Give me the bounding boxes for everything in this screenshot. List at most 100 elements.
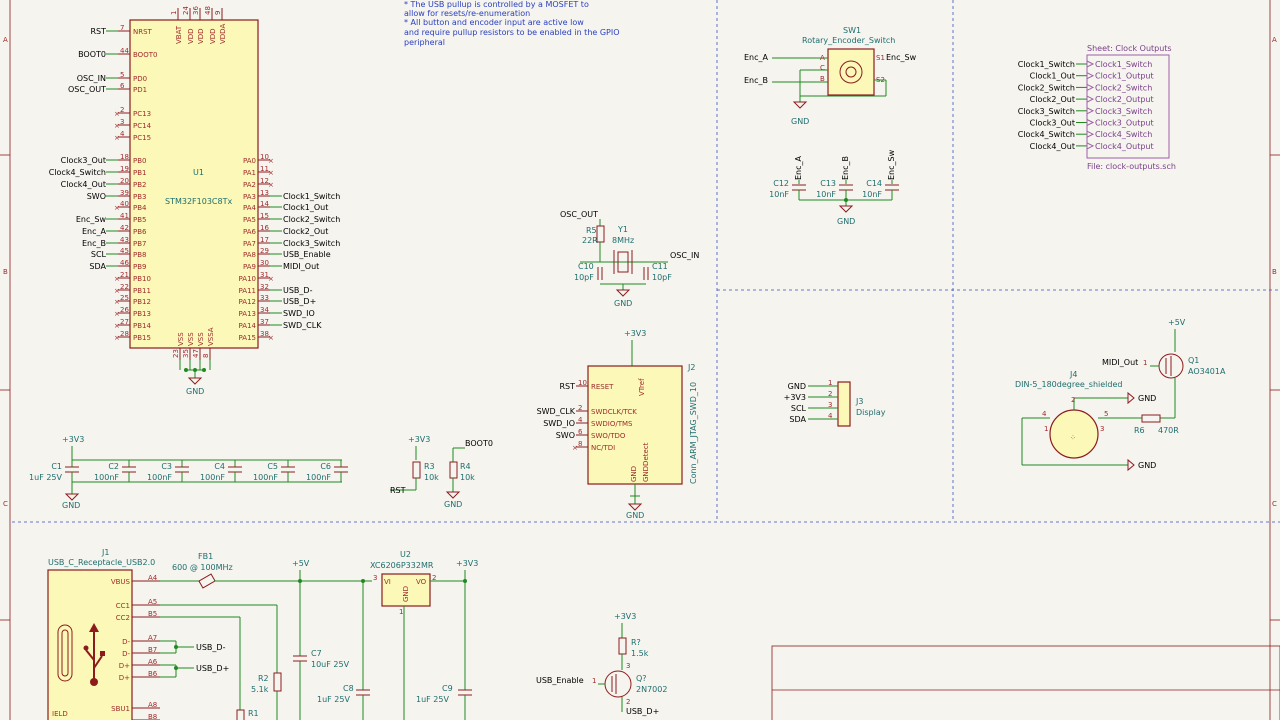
sheet-box[interactable] bbox=[1086, 54, 1170, 159]
u2-ref: U2 bbox=[400, 550, 411, 559]
midi-section[interactable]: +5V Q1 AO3401A MIDI_Out 1 R6 470R J4 DIN… bbox=[1015, 318, 1226, 472]
mcu-u1[interactable]: U1 STM32F103C8Tx NRST7RSTBOOT044BOOT0PD0… bbox=[49, 6, 341, 396]
jtag-pin-nc-tdi: NC/TDI bbox=[591, 444, 615, 452]
midi-gnd-1: GND bbox=[1138, 394, 1156, 403]
jtag-net-swd-io: SWD_IO bbox=[543, 419, 575, 428]
mcu-net-clock2-out: Clock2_Out bbox=[283, 227, 328, 236]
mcu-net-clock3-out: Clock3_Out bbox=[61, 156, 106, 165]
mcu-pin-pb10: PB10 bbox=[133, 275, 151, 283]
title-block bbox=[771, 645, 1280, 720]
enc-cap-val: 10nF bbox=[769, 190, 789, 199]
mcu-net-enc-a: Enc_A bbox=[82, 227, 107, 236]
display-body[interactable] bbox=[837, 381, 851, 427]
mcu-bottom-pin-vss: VSS bbox=[197, 332, 205, 346]
decoupling-gnd: GND bbox=[62, 501, 80, 510]
crystal-section[interactable]: OSC_OUT R5 22R Y1 8MHz OSC_IN C10 10pF C… bbox=[560, 210, 699, 308]
mcu-pin-num-13: 13 bbox=[260, 189, 269, 197]
mcu-pin-num-31: 31 bbox=[260, 271, 269, 279]
enc-cap-net: Enc_Sw bbox=[887, 149, 896, 180]
mcu-pin-pc13: PC13 bbox=[133, 110, 151, 118]
mcu-pin-pa13: PA13 bbox=[239, 310, 256, 318]
mcu-pin-num-6: 6 bbox=[120, 82, 125, 90]
pullup-gnd: GND bbox=[444, 500, 462, 509]
jtag-pin-reset: RESET bbox=[591, 383, 614, 391]
mcu-pin-pa14: PA14 bbox=[239, 322, 257, 330]
xtal-osc-out: OSC_OUT bbox=[560, 210, 598, 219]
mcu-pin-pb11: PB11 bbox=[133, 287, 151, 295]
cap-ref: C6 bbox=[320, 462, 331, 471]
usb-pullup-q-val: 2N7002 bbox=[636, 685, 667, 694]
u2-gnd: GND bbox=[402, 586, 410, 602]
regulator-body[interactable] bbox=[381, 573, 431, 607]
usb-pullup-pin2: 2 bbox=[626, 698, 630, 706]
display-net--3v3: +3V3 bbox=[784, 393, 806, 402]
usb-body[interactable] bbox=[47, 569, 133, 720]
usb-pin-cc2-2: CC2 bbox=[116, 614, 130, 622]
frame-row-b-left: B bbox=[3, 268, 8, 276]
display-pin-num: 1 bbox=[828, 379, 832, 387]
cap-ref: C2 bbox=[108, 462, 119, 471]
encoder-sw1[interactable]: SW1 Rotary_Encoder_Switch Enc_A Enc_B GN… bbox=[744, 26, 917, 126]
r5-val: 22R bbox=[582, 236, 598, 245]
mcu-body[interactable] bbox=[129, 19, 259, 349]
display-net-sda: SDA bbox=[789, 415, 806, 424]
mcu-net-sda: SDA bbox=[89, 262, 106, 271]
mcu-gnd-symbol: GND bbox=[184, 368, 206, 396]
usb-pin-d-5: D+ bbox=[119, 662, 130, 670]
usb-pin-num-b7: B7 bbox=[148, 646, 157, 654]
usb-dm-net: USB_D- bbox=[196, 643, 226, 652]
mcu-bottom-pin-num: 47 bbox=[192, 349, 200, 358]
jtag-pin-num: 2 bbox=[578, 404, 582, 412]
mcu-bottom-pin-vss: VSS bbox=[187, 332, 195, 346]
jtag-connector-j2[interactable]: +3V3 VTref J2 Conn_ARM_JTAG_SWD_10 RESET… bbox=[537, 329, 698, 520]
mcu-bottom-pin-vss: VSS bbox=[177, 332, 185, 346]
pullups-section[interactable]: +3V3 RST R3 10k BOOT0 R4 10k GND bbox=[390, 435, 493, 509]
no-connect-marker: × bbox=[114, 134, 120, 142]
u2-pin-out: 2 bbox=[432, 574, 436, 582]
usb-pin-d-4: D- bbox=[122, 650, 130, 658]
r2-val: 5.1k bbox=[251, 685, 269, 694]
mcu-pin-pa5: PA5 bbox=[243, 216, 256, 224]
encoder-body[interactable] bbox=[827, 48, 875, 96]
mcu-pin-num-21: 21 bbox=[120, 271, 129, 279]
r5-ref: R5 bbox=[586, 226, 597, 235]
mcu-top-pin-vbat: VBAT bbox=[175, 25, 183, 44]
mcu-pin-num-17: 17 bbox=[260, 236, 269, 244]
mcu-pin-pb9: PB9 bbox=[133, 263, 146, 271]
jtag-pin-num: 4 bbox=[578, 416, 583, 424]
mcu-ref: U1 bbox=[193, 168, 204, 177]
din-pin-5: 5 bbox=[1104, 410, 1108, 418]
clock-outputs-sheet[interactable]: Sheet: Clock Outputs File: clock-outputs… bbox=[1018, 44, 1176, 171]
pullup-rst: RST bbox=[390, 486, 406, 495]
jtag-body[interactable] bbox=[587, 365, 683, 485]
j4-val: DIN-5_180degree_shielded bbox=[1015, 380, 1122, 389]
encoder-caps[interactable]: GND Enc_AC1210nFEnc_BC1310nFEnc_SwC1410n… bbox=[769, 149, 899, 226]
jtag-net-rst: RST bbox=[559, 382, 575, 391]
display-ref: J3 bbox=[855, 397, 863, 406]
usb-pullup-section[interactable]: +3V3 R? 1.5k Q? 2N7002 USB_Enable 1 2 3 … bbox=[536, 612, 667, 716]
mcu-net-osc-out: OSC_OUT bbox=[68, 85, 106, 94]
mcu-pin-pb15: PB15 bbox=[133, 334, 151, 342]
cap-val: 1uF 25V bbox=[29, 473, 62, 482]
mcu-pin-pd1: PD1 bbox=[133, 86, 147, 94]
mcu-pin-num-45: 45 bbox=[120, 247, 129, 255]
enc-cap-ref: C12 bbox=[773, 179, 789, 188]
q1-pin1: 1 bbox=[1143, 359, 1147, 367]
midi-gnd-2: GND bbox=[1138, 461, 1156, 470]
mcu-pin-pd0: PD0 bbox=[133, 75, 147, 83]
sheet-pin-clock3-output: Clock3_Output bbox=[1095, 119, 1154, 128]
sheet-net-clock3-switch: Clock3_Switch bbox=[1018, 107, 1075, 116]
